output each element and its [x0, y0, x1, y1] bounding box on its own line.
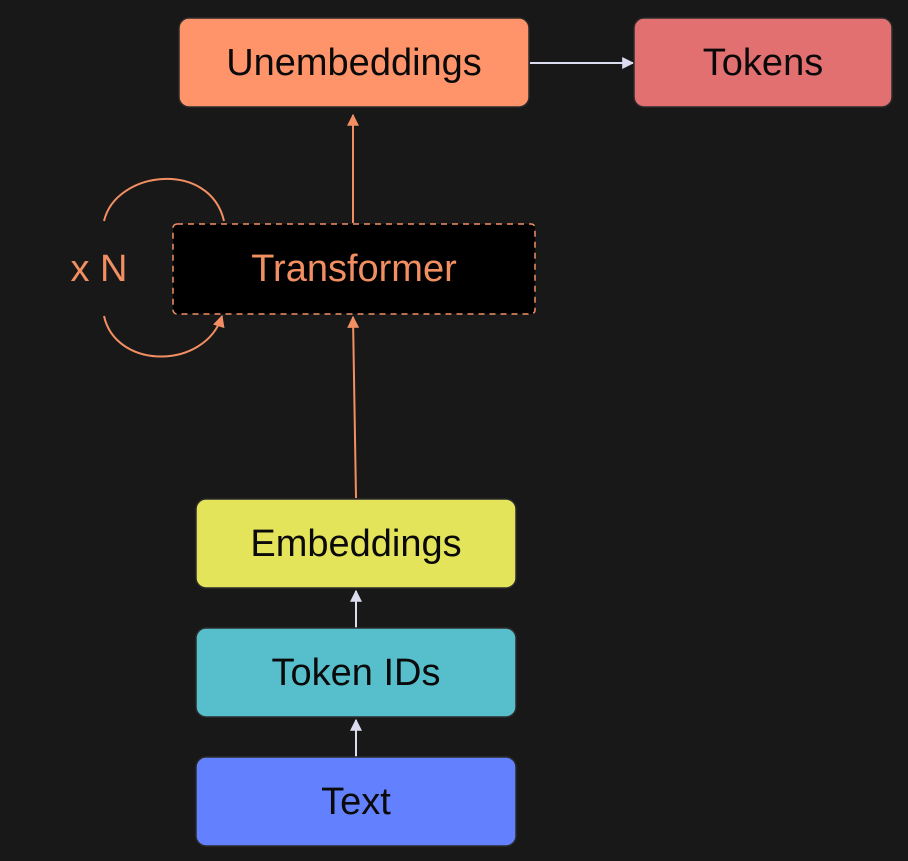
node-transformer: Transformer: [172, 223, 536, 315]
node-tokens-label: Tokens: [703, 42, 823, 84]
edge-embeddings-to-transformer: [347, 315, 360, 499]
node-token-ids-label: Token IDs: [272, 652, 441, 694]
node-embeddings-label: Embeddings: [250, 523, 461, 565]
node-token-ids: Token IDs: [195, 627, 517, 718]
node-transformer-label: Transformer: [251, 248, 457, 290]
node-text-box: [195, 756, 517, 847]
node-embeddings-box: [195, 498, 517, 589]
node-unembeddings-label: Unembeddings: [226, 42, 482, 84]
node-tokens: Tokens: [633, 17, 893, 108]
loop-arc-top: [103, 177, 225, 222]
loop-arc-bottom: [103, 314, 225, 358]
node-unembeddings-box: [178, 17, 530, 108]
node-tokens-box: [633, 17, 893, 108]
node-transformer-box: [172, 223, 536, 315]
node-unembeddings: Unembeddings: [178, 17, 530, 108]
node-embeddings: Embeddings: [195, 498, 517, 589]
node-text-label: Text: [321, 781, 391, 823]
node-text: Text: [195, 756, 517, 847]
node-token-ids-box: [195, 627, 517, 718]
loop-label: x N: [71, 248, 128, 290]
